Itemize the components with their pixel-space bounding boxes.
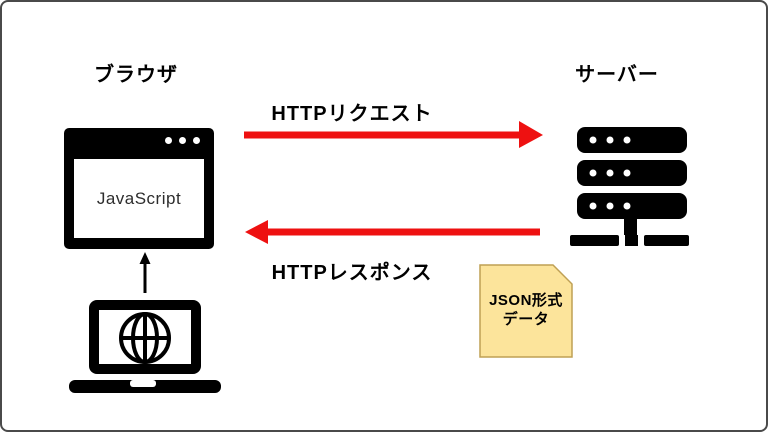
window-dots <box>165 137 200 144</box>
black-arrow-up-icon <box>139 252 151 293</box>
globe-icon <box>119 312 171 364</box>
request-arrow-head <box>519 121 543 148</box>
server-base-left <box>570 235 619 246</box>
window-dot <box>179 137 186 144</box>
server-base-right <box>644 235 689 246</box>
browser-label: ブラウザ <box>94 64 178 86</box>
server-led <box>623 202 631 210</box>
http-request-label: HTTPリクエスト <box>271 103 433 125</box>
http-request-arrow-icon <box>244 121 543 148</box>
folded-note-icon <box>479 264 573 358</box>
server-label: サーバー <box>575 64 659 86</box>
laptop-base-notch <box>130 380 156 387</box>
server-led <box>589 169 597 177</box>
json-note-line2: データ <box>502 311 550 328</box>
json-note-line1: JSON形式 <box>489 292 563 309</box>
browser-viewport: JavaScript <box>74 159 204 238</box>
server-unit <box>577 160 687 186</box>
response-arrow-head <box>245 220 268 244</box>
server-led <box>589 202 597 210</box>
http-response-arrow-icon <box>245 220 540 244</box>
window-dot <box>193 137 200 144</box>
server-led <box>589 136 597 144</box>
up-arrow-head <box>139 252 151 264</box>
server-led <box>623 136 631 144</box>
http-response-label: HTTPレスポンス <box>271 262 433 284</box>
json-note-text: JSON形式 データ <box>480 291 572 329</box>
server-base-mid <box>625 235 638 246</box>
server-rack-icon <box>570 127 689 246</box>
server-unit <box>577 127 687 153</box>
server-led <box>606 169 614 177</box>
browser-window-icon: JavaScript <box>64 128 214 249</box>
server-led <box>623 169 631 177</box>
server-led <box>606 136 614 144</box>
server-unit <box>577 193 687 219</box>
window-dot <box>165 137 172 144</box>
server-led <box>606 202 614 210</box>
server-stem <box>624 219 637 235</box>
laptop-globe-icon <box>69 300 221 393</box>
javascript-text: JavaScript <box>96 188 182 208</box>
